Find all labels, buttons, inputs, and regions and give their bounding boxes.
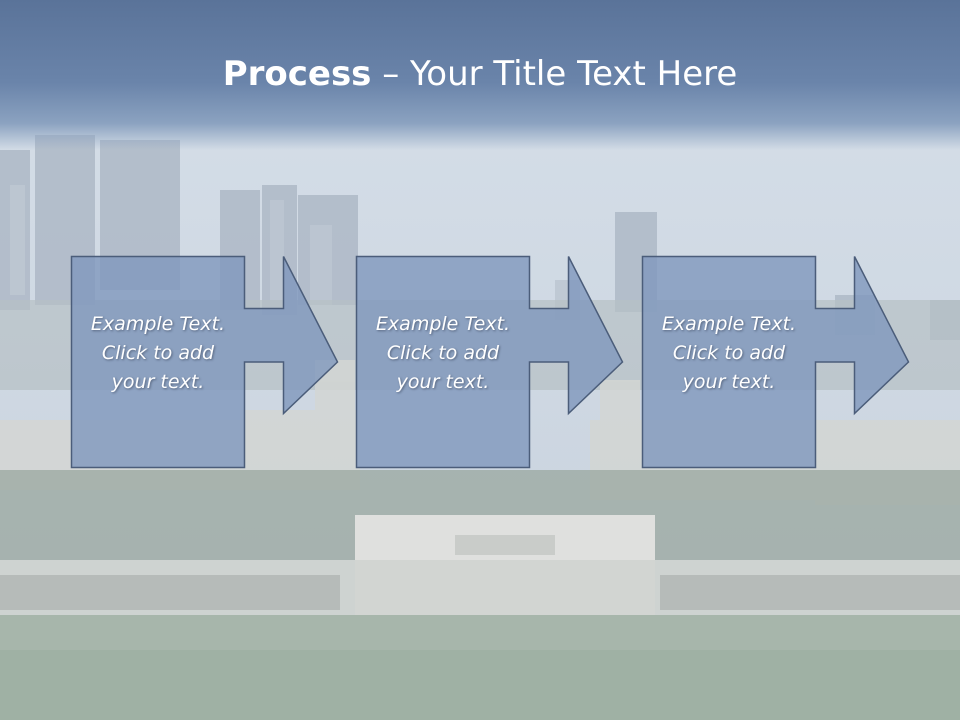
process-step-3-text[interactable]: Example Text. Click to add your text. <box>661 313 797 393</box>
title-band <box>0 0 960 150</box>
title-rest-part: – Your Title Text Here <box>371 54 738 94</box>
process-arrow-shape-2 <box>355 255 624 469</box>
process-step-2-text[interactable]: Example Text. Click to add your text. <box>375 313 511 393</box>
process-arrow-shape-1 <box>70 255 339 469</box>
process-step-3[interactable]: Example Text. Click to add your text. <box>641 255 912 469</box>
title-bold-part: Process <box>222 54 372 94</box>
process-step-2[interactable]: Example Text. Click to add your text. <box>355 255 626 469</box>
process-step-1-text[interactable]: Example Text. Click to add your text. <box>90 313 226 393</box>
process-step-1[interactable]: Example Text. Click to add your text. <box>70 255 341 469</box>
process-arrow-shape-3 <box>641 255 910 469</box>
slide-title[interactable]: Process – Your Title Text Here <box>0 52 960 96</box>
